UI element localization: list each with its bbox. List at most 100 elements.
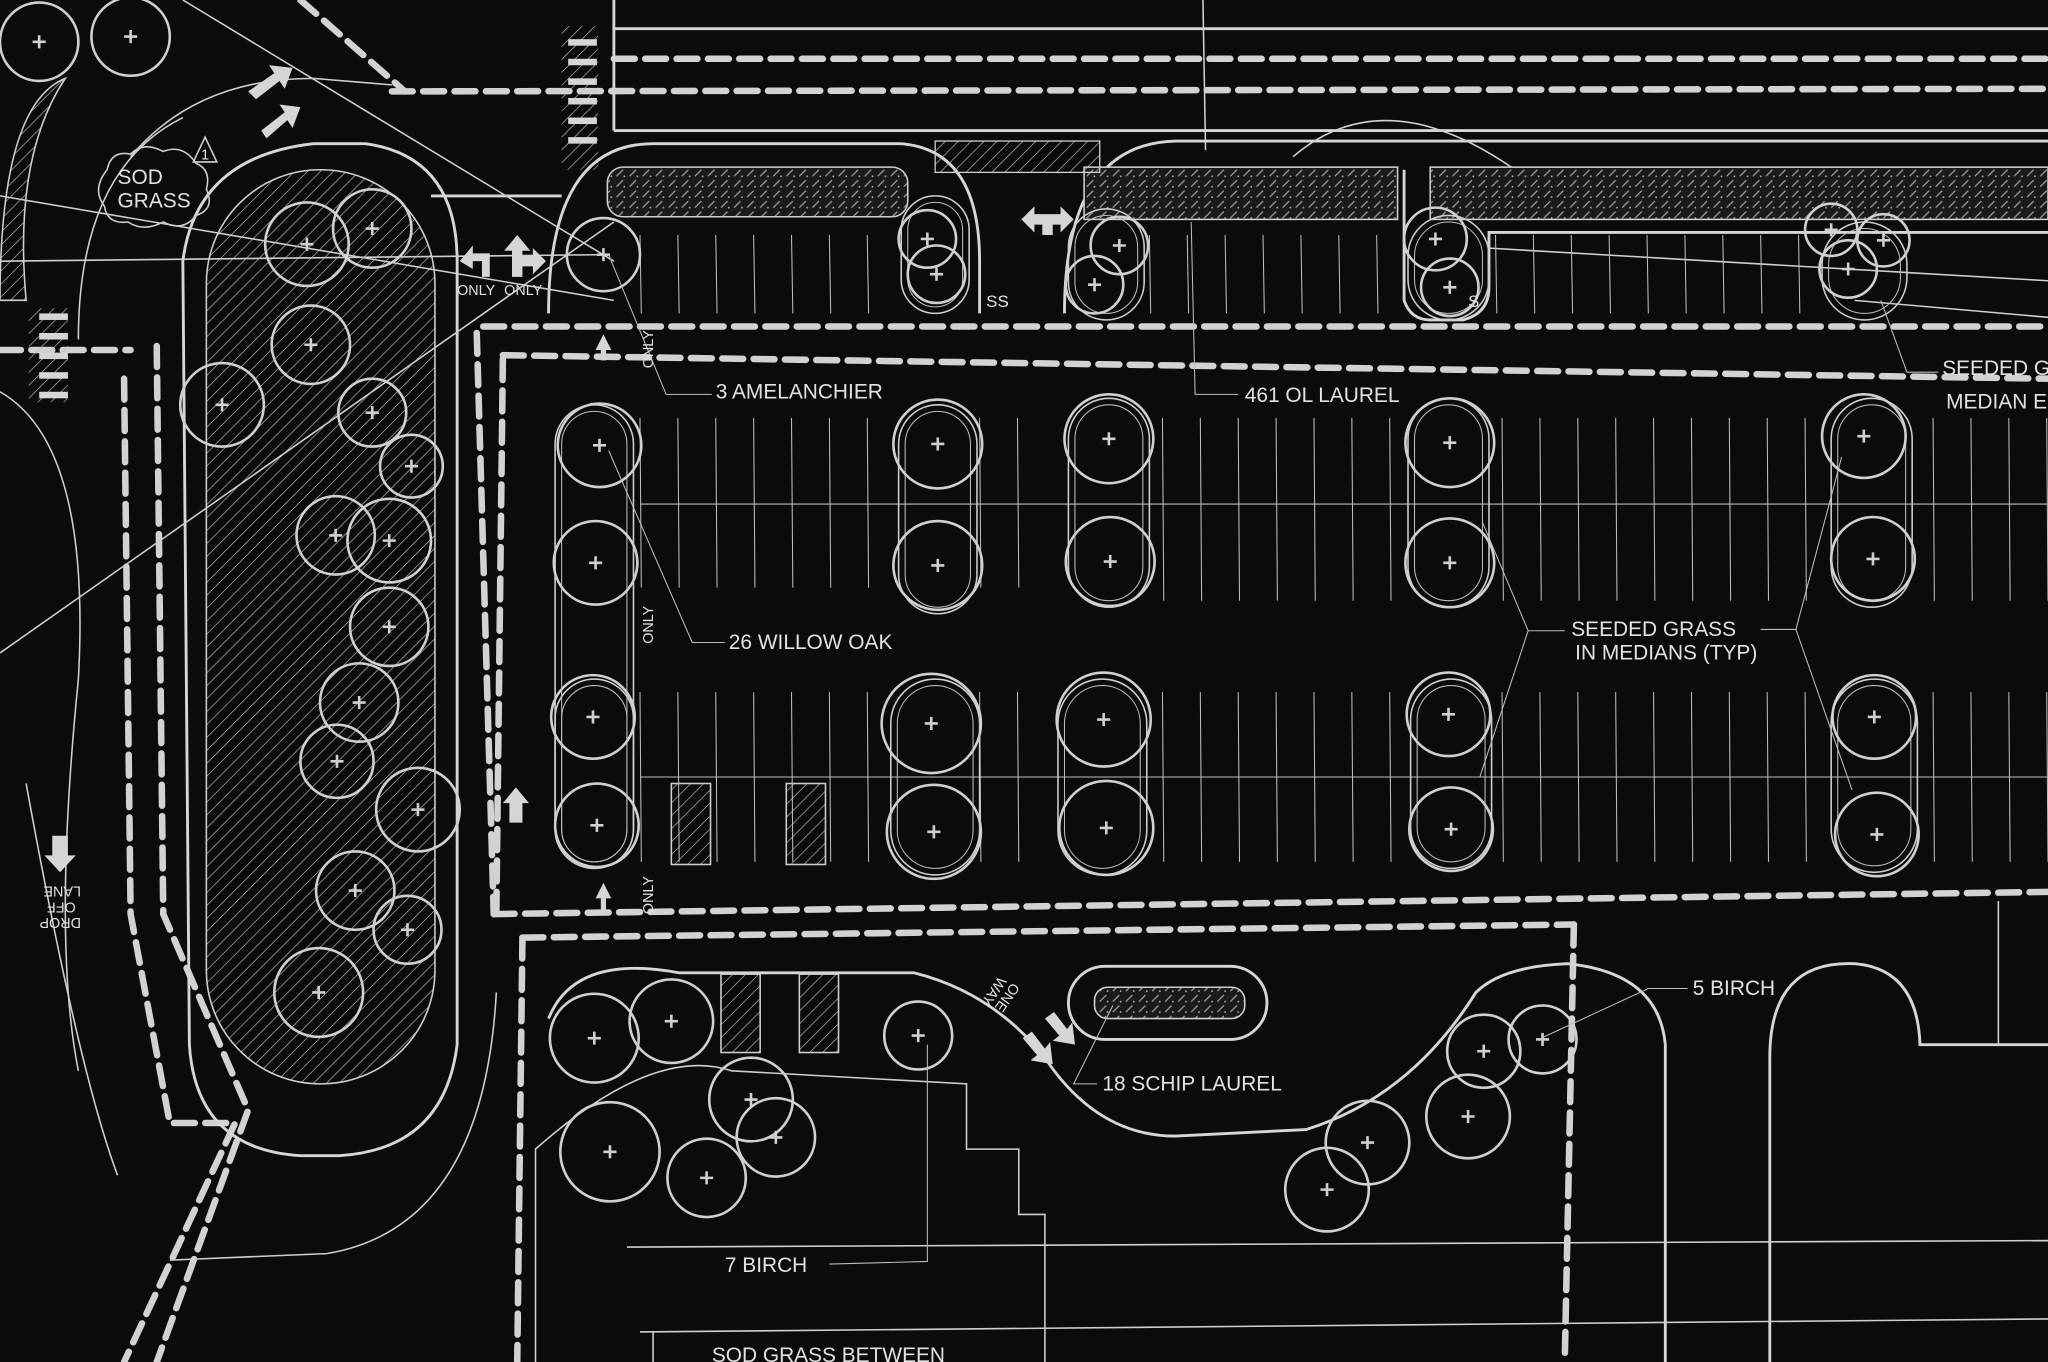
stall-line (1653, 417, 1656, 601)
tree-center-mark (352, 696, 366, 710)
tree-icon (1283, 1146, 1371, 1233)
tree-icon (885, 783, 983, 881)
stall-line (1728, 417, 1732, 601)
tree-icon (882, 1000, 954, 1071)
tree-canopy (1424, 1073, 1512, 1160)
stall-line (1501, 417, 1504, 601)
tree-icon (272, 946, 365, 1039)
tree-center-mark (589, 556, 603, 570)
tree-canopy (372, 894, 443, 966)
tree-canopy (318, 662, 400, 744)
tree-center-mark (587, 1031, 601, 1045)
tree-canopy (374, 766, 462, 853)
tree-icon (1818, 238, 1879, 300)
tree-center-mark (700, 1171, 714, 1185)
parking-median-curb (1837, 404, 1907, 602)
tree-icon (548, 992, 640, 1084)
tree-canopy (1419, 257, 1480, 318)
tree-center-mark (927, 825, 941, 839)
parking-median-island (1067, 397, 1151, 609)
label-5-birch: 5 BIRCH (1693, 977, 1775, 1000)
tree-center-mark (382, 534, 396, 548)
tree-icon (1833, 791, 1920, 878)
stall-line (790, 417, 794, 588)
tree-center-mark (924, 716, 938, 730)
tree-icon (735, 1096, 817, 1178)
tree-icon (892, 519, 984, 612)
tree-icon (0, 1, 80, 83)
tree-icon (906, 244, 967, 305)
tree-center-mark (1876, 233, 1890, 247)
stall-line (866, 417, 870, 588)
parking-median-island (889, 678, 981, 876)
tree-center-mark (1841, 262, 1855, 276)
arrow-icon (261, 104, 301, 139)
plan-labels: SOD GRASS 3 AMELANCHIER 461 OL LAUREL SE… (39, 166, 2048, 1362)
label-drop: DROP (39, 914, 81, 930)
tree-center-mark (1461, 1109, 1475, 1124)
stall-line (1690, 417, 1694, 601)
parking-median-curb (1837, 685, 1912, 867)
tree-icon (1820, 393, 1907, 480)
stall-line (1684, 235, 1687, 314)
label-only-vertical-3: ONLY (641, 876, 657, 914)
tree-icon (1408, 786, 1495, 873)
tree-icon (270, 304, 352, 386)
stall-line (1262, 235, 1265, 314)
tree-canopy (299, 723, 375, 800)
tree-icon (1063, 393, 1155, 485)
tree-canopy (1405, 671, 1492, 758)
tree-canopy (897, 208, 958, 270)
tree-center-mark (1088, 278, 1102, 292)
tree-canopy (1820, 393, 1907, 480)
turn-arrow-icon (459, 245, 490, 277)
tree-center-mark (365, 406, 379, 420)
tree-canopy (892, 398, 984, 490)
tree-canopy (1055, 671, 1152, 768)
parking-median-island (897, 404, 978, 615)
stall-line (753, 235, 756, 314)
parking-median-curb (1828, 228, 1901, 314)
tree-canopy (348, 586, 430, 668)
label-lane: LANE (43, 883, 81, 899)
parking-median-island (1407, 214, 1490, 321)
arrow-icon (502, 787, 529, 823)
tree-center-mark (1444, 822, 1458, 836)
tree-canopy (1404, 517, 1496, 609)
stall-line (677, 417, 680, 588)
tree-canopy (1445, 1013, 1522, 1090)
label-only-right: ONLY (504, 283, 542, 299)
label-in-medians: IN MEDIANS (TYP) (1575, 641, 1757, 664)
tree-center-mark (1443, 556, 1457, 570)
arrow-icon (44, 835, 76, 873)
tree-canopy (892, 519, 984, 612)
stall-line (753, 417, 756, 588)
tree-center-mark (1099, 821, 1113, 835)
tree-canopy (549, 673, 637, 761)
tree-icon (552, 519, 639, 606)
stall-line (1766, 417, 1770, 601)
label-only-vertical-1: ONLY (641, 330, 657, 368)
revision-triangle-icon (192, 135, 219, 163)
schip-laurel-bed (1093, 986, 1246, 1020)
tree-icon (553, 782, 640, 869)
tree-icon (178, 361, 266, 448)
tree-icon (1404, 517, 1496, 609)
tree-center-mark (1320, 1183, 1334, 1197)
stall-line (1932, 417, 1935, 601)
tree-icon (378, 433, 445, 499)
stall-line (1798, 235, 1801, 314)
label-only-vertical-2: ONLY (641, 605, 657, 643)
tree-canopy (263, 201, 351, 288)
stall-line (1300, 235, 1303, 314)
arrow-icon (595, 334, 612, 361)
label-sod-between: SOD GRASS BETWEEN (712, 1344, 945, 1362)
tree-center-mark (330, 754, 344, 768)
tree-icon (348, 586, 430, 668)
tree-icon (346, 497, 433, 584)
stall-line (1539, 417, 1542, 601)
tree-center-mark (744, 1092, 758, 1107)
label-ss-2: S (1468, 292, 1479, 311)
label-grass: GRASS (118, 190, 191, 213)
stall-line (1351, 417, 1354, 601)
